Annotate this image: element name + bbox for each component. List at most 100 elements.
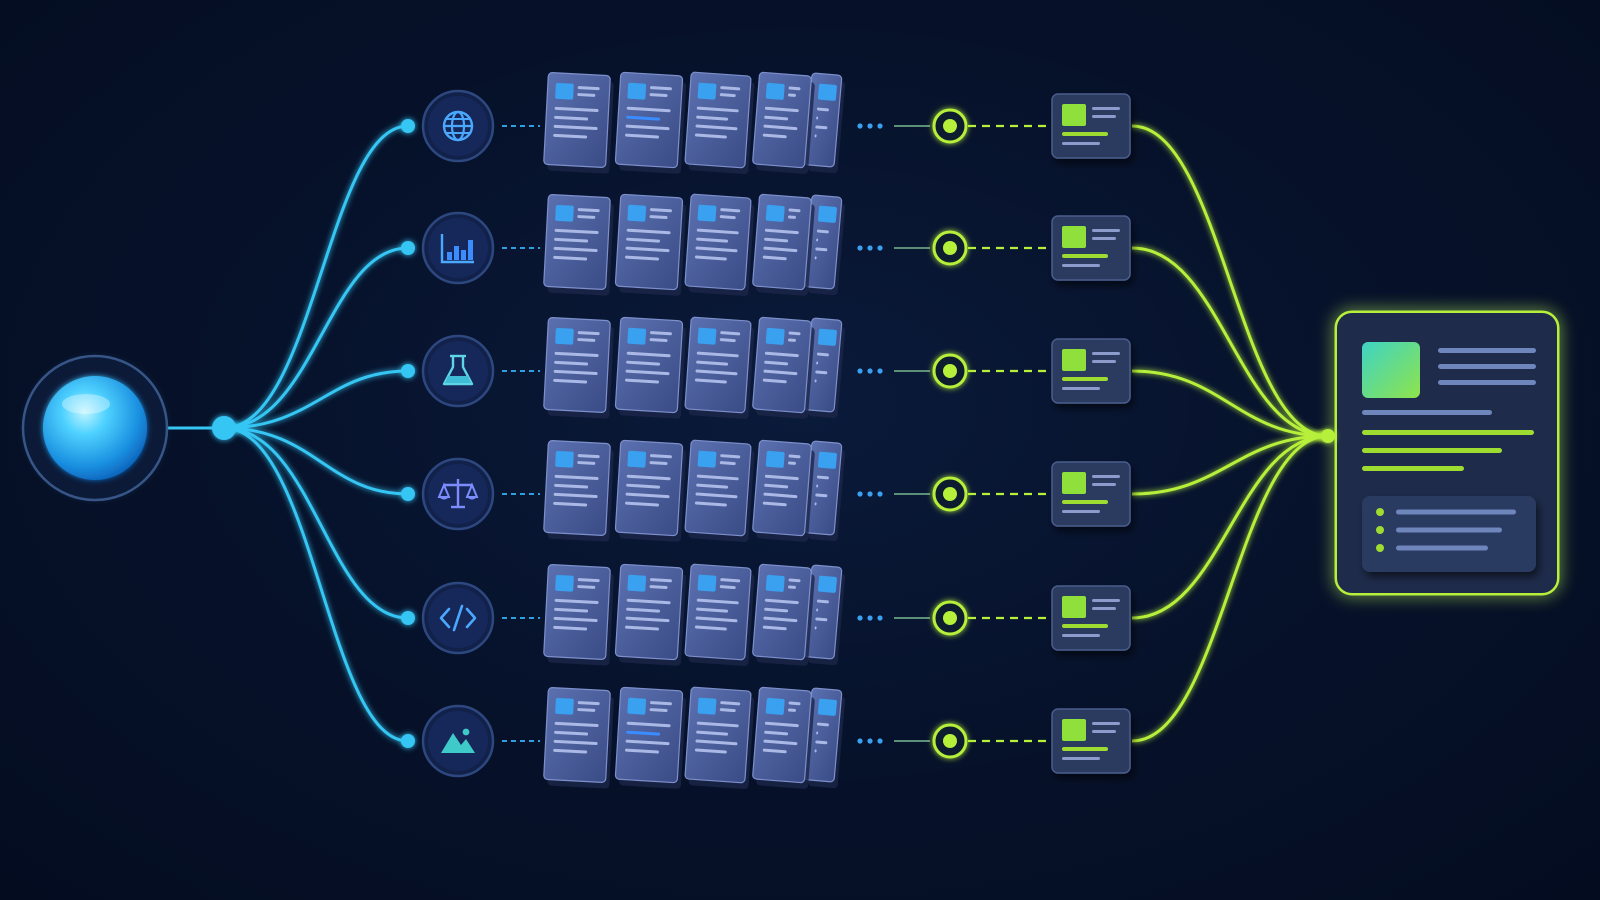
document-stack: [543, 439, 846, 542]
document-icon: [752, 193, 815, 296]
source-connectors: [166, 124, 409, 743]
output-connector: [1131, 369, 1329, 438]
document-icon: [543, 317, 614, 419]
branch-connector: [223, 426, 409, 620]
source-sphere-icon: [17, 350, 173, 506]
branch-dot: [401, 734, 415, 748]
branch-connector: [223, 426, 409, 496]
ellipsis-dot: [867, 738, 873, 744]
branch-row: [401, 563, 1131, 666]
branch-connector: [223, 426, 409, 743]
document-icon: [543, 440, 614, 542]
mountain-icon: [421, 704, 495, 778]
branch-row: [401, 193, 1131, 296]
document-icon: [752, 439, 815, 542]
document-icon: [614, 316, 687, 419]
document-icon: [543, 194, 614, 296]
ellipsis-dot: [877, 245, 883, 251]
checkpoint-node: [932, 600, 968, 636]
ellipsis-dot: [857, 368, 863, 374]
branch-row: [401, 71, 1131, 174]
bar-chart-icon: [421, 211, 495, 285]
ellipsis-dot: [877, 123, 883, 129]
ellipsis-dot: [867, 123, 873, 129]
output-input-dot: [1321, 429, 1335, 443]
output-connector: [1131, 246, 1329, 438]
branch-rows: [401, 71, 1131, 789]
document-icon: [614, 563, 687, 666]
branch-dot: [401, 119, 415, 133]
checkpoint-node: [932, 230, 968, 266]
ellipsis-dot: [857, 615, 863, 621]
document-icon: [684, 439, 755, 542]
checkpoint-node: [932, 723, 968, 759]
branch-row: [401, 686, 1131, 789]
document-stack: [543, 71, 846, 174]
document-stack: [543, 193, 846, 296]
result-card-icon: [1051, 215, 1131, 281]
document-icon: [684, 71, 755, 174]
output-list-box: [1362, 496, 1536, 572]
document-icon: [614, 686, 687, 789]
branch-dot: [401, 241, 415, 255]
ellipsis-dot: [867, 245, 873, 251]
output-list-items: [1376, 508, 1516, 552]
ellipsis-dot: [857, 491, 863, 497]
summary-document-icon: [1334, 310, 1560, 596]
document-stack: [543, 563, 846, 666]
output-connector: [1131, 434, 1329, 620]
output-list-item: [1376, 508, 1516, 516]
checkpoint-node: [932, 353, 968, 389]
output-connectors: [1131, 124, 1329, 743]
ellipsis-dot: [877, 615, 883, 621]
result-card-icon: [1051, 93, 1131, 159]
ellipsis-dot: [857, 123, 863, 129]
branch-connector: [223, 246, 409, 430]
ellipsis-dot: [877, 738, 883, 744]
branch-dot: [401, 611, 415, 625]
document-icon: [614, 439, 687, 542]
result-card-icon: [1051, 338, 1131, 404]
document-icon: [752, 686, 815, 789]
output-connector: [1131, 434, 1329, 496]
flask-icon: [421, 334, 495, 408]
document-stack: [543, 686, 846, 789]
output-connector: [1131, 434, 1329, 743]
ellipsis-dot: [877, 491, 883, 497]
ellipsis-dot: [867, 368, 873, 374]
output-connector: [1131, 124, 1329, 438]
ellipsis-dot: [877, 368, 883, 374]
branch-row: [401, 439, 1131, 542]
branch-connector: [223, 369, 409, 430]
output-thumbnail: [1362, 342, 1420, 398]
code-icon: [421, 581, 495, 655]
document-icon: [684, 563, 755, 666]
document-icon: [752, 316, 815, 419]
ellipsis-dot: [857, 245, 863, 251]
branch-connector: [223, 124, 409, 430]
result-card-icon: [1051, 585, 1131, 651]
output-list-item: [1376, 544, 1488, 552]
document-icon: [543, 72, 614, 174]
document-icon: [684, 193, 755, 296]
document-icon: [543, 564, 614, 666]
document-icon: [614, 193, 687, 296]
result-card-icon: [1051, 708, 1131, 774]
ellipsis-dot: [867, 615, 873, 621]
result-card-icon: [1051, 461, 1131, 527]
output-list-item: [1376, 526, 1502, 534]
document-icon: [752, 563, 815, 666]
branch-hub: [212, 416, 236, 440]
document-icon: [752, 71, 815, 174]
checkpoint-node: [932, 476, 968, 512]
checkpoint-node: [932, 108, 968, 144]
document-icon: [543, 687, 614, 789]
document-icon: [614, 71, 687, 174]
ellipsis-dot: [867, 491, 873, 497]
scales-icon: [421, 457, 495, 531]
ellipsis-dot: [857, 738, 863, 744]
globe-icon: [421, 89, 495, 163]
branch-dot: [401, 487, 415, 501]
